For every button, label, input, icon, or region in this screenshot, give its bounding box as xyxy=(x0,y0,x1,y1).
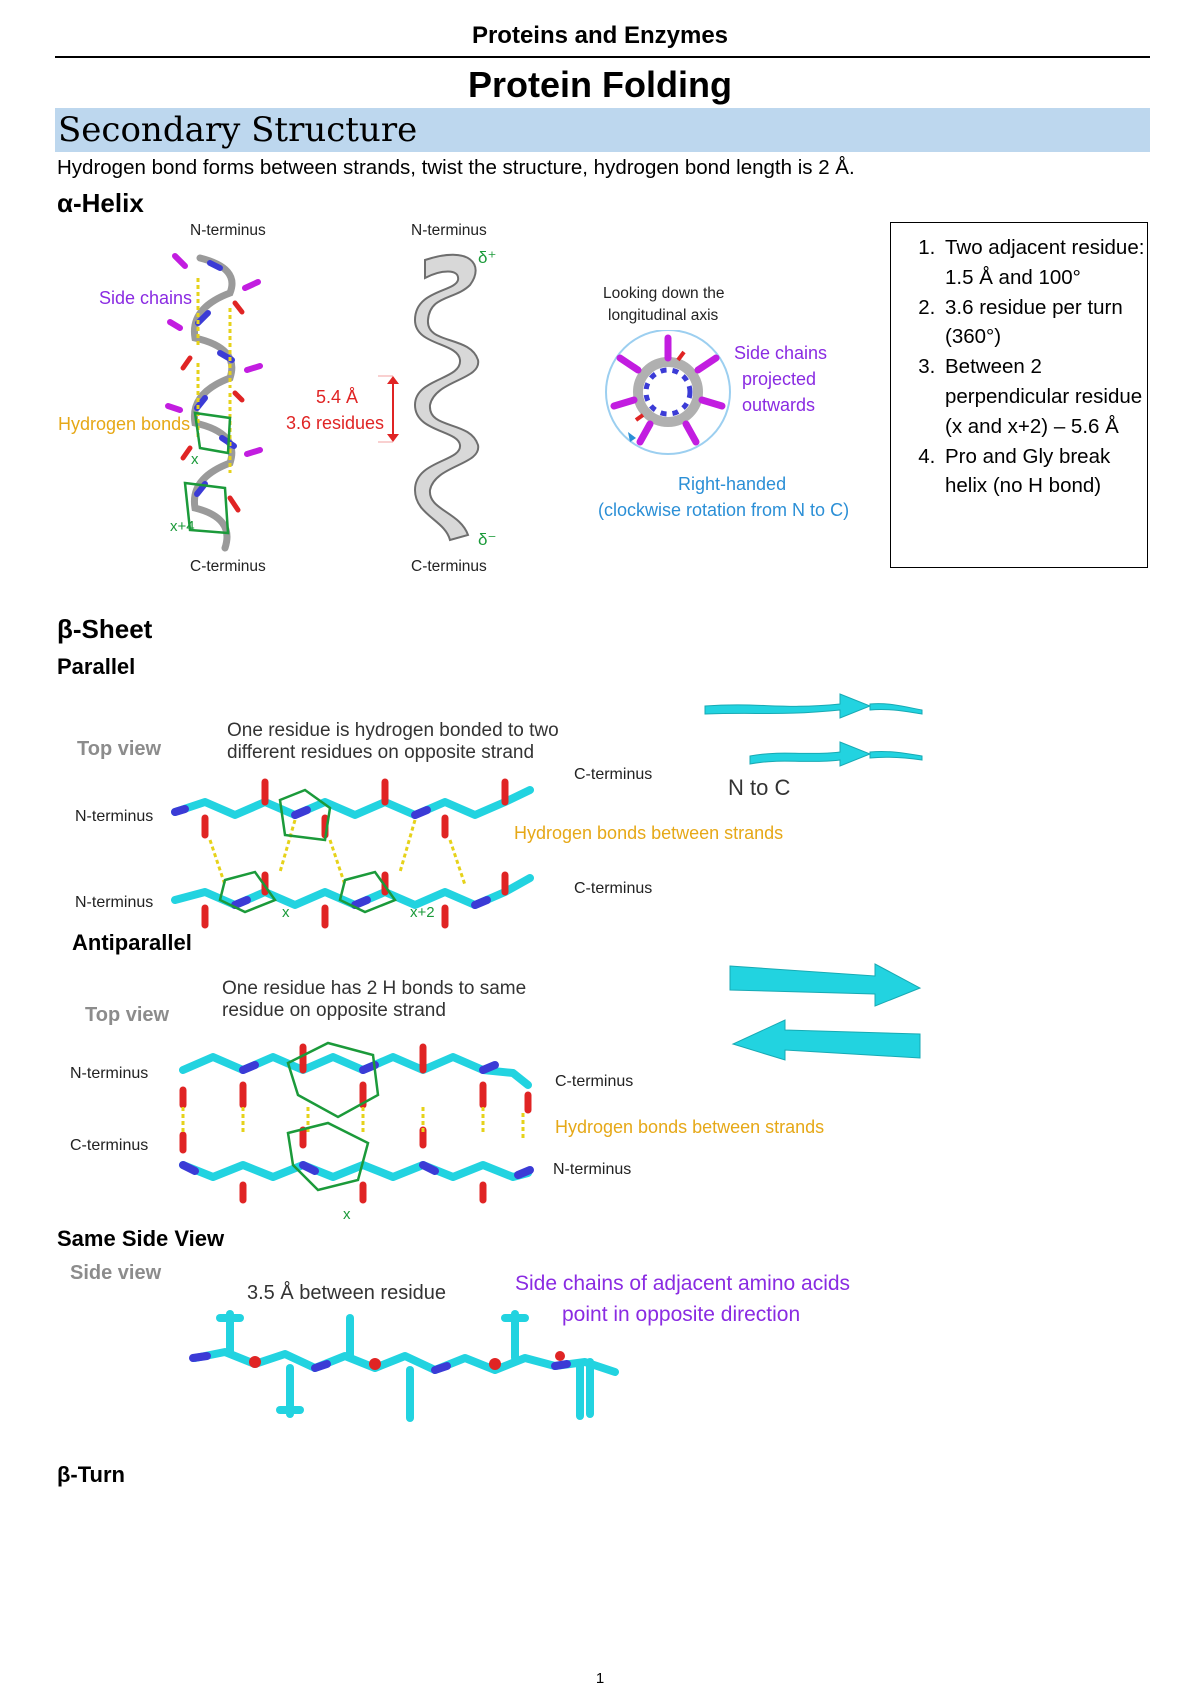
beta-sheet-heading: β-Sheet xyxy=(57,614,153,644)
parallel-direction-label: N to C xyxy=(728,775,791,800)
page-title: Protein Folding xyxy=(468,64,732,105)
antiparallel-heading: Antiparallel xyxy=(72,930,192,955)
helix-n-terminus-left: N-terminus xyxy=(190,222,266,239)
side-view-label: Side view xyxy=(70,1262,162,1284)
helix-pitch-residues: 3.6 residues xyxy=(286,413,385,433)
antiparallel-n-terminus-right: N-terminus xyxy=(553,1161,632,1178)
antiparallel-note-line1: One residue has 2 H bonds to same xyxy=(222,978,527,999)
parallel-n-terminus-bottom: N-terminus xyxy=(75,894,154,911)
antiparallel-n-terminus-top: N-terminus xyxy=(70,1065,149,1082)
helix-facts-list: Two adjacent residue: 1.5 Å and 100° 3.6… xyxy=(891,233,1147,501)
header-rule xyxy=(55,56,1150,58)
helix-facts-box: Two adjacent residue: 1.5 Å and 100° 3.6… xyxy=(890,222,1148,568)
running-header: Proteins and Enzymes xyxy=(471,22,729,49)
helix-side-chains-label: Side chains xyxy=(99,288,193,308)
antiparallel-c-terminus-right: C-terminus xyxy=(555,1073,634,1090)
right-handed-line1: Right-handed xyxy=(678,474,787,494)
alpha-helix-stick-model xyxy=(165,253,263,552)
beta-turn-heading: β-Turn xyxy=(57,1462,125,1487)
pitch-arrow xyxy=(378,375,399,443)
antiparallel-c-terminus-bottom: C-terminus xyxy=(70,1137,149,1154)
helix-end-view xyxy=(605,330,731,455)
helix-fact: Two adjacent residue: 1.5 Å and 100° xyxy=(941,233,1147,293)
parallel-top-view: Top view xyxy=(77,738,162,760)
antiparallel-arrows xyxy=(729,963,922,1061)
parallel-c-terminus-top: C-terminus xyxy=(574,766,653,783)
side-chain-note-line1: Side chains of adjacent amino acids xyxy=(515,1272,851,1295)
helix-x-label: x xyxy=(191,451,199,468)
intro-text: Hydrogen bond forms between strands, twi… xyxy=(57,156,855,179)
antiparallel-stick-model xyxy=(179,1041,534,1204)
side-chains-out-line3: outwards xyxy=(742,395,816,415)
parallel-stick-model xyxy=(171,778,534,929)
alpha-helix-heading: α-Helix xyxy=(57,188,144,218)
helix-hbonds-label: Hydrogen bonds xyxy=(58,414,191,434)
right-handed-line2: (clockwise rotation from N to C) xyxy=(598,500,850,520)
parallel-heading: Parallel xyxy=(57,654,136,679)
helix-c-terminus-right: C-terminus xyxy=(411,558,487,575)
parallel-hbonds-label: Hydrogen bonds between strands xyxy=(514,823,784,843)
residue-distance-label: 3.5 Å between residue xyxy=(247,1282,447,1304)
side-chains-out-line2: projected xyxy=(742,369,817,389)
parallel-c-terminus-bottom: C-terminus xyxy=(574,880,653,897)
helix-delta-minus: δ⁻ xyxy=(478,530,497,549)
helix-fact: Pro and Gly break helix (no H bond) xyxy=(941,442,1147,502)
looking-down-line2: longitudinal axis xyxy=(608,307,719,324)
helix-fact: Between 2 perpendicular residue (x and x… xyxy=(941,352,1147,441)
same-side-heading: Same Side View xyxy=(57,1226,225,1251)
parallel-note-line1: One residue is hydrogen bonded to two xyxy=(227,720,559,741)
section-heading: Secondary Structure xyxy=(58,110,418,150)
helix-c-terminus-left: C-terminus xyxy=(190,558,266,575)
side-chain-note-line2: point in opposite direction xyxy=(562,1303,801,1326)
parallel-arrows xyxy=(704,693,923,767)
page-number: 1 xyxy=(595,1670,605,1687)
parallel-note-line2: different residues on opposite strand xyxy=(227,742,535,763)
antiparallel-note-line2: residue on opposite strand xyxy=(222,1000,446,1021)
looking-down-line1: Looking down the xyxy=(603,285,725,302)
antiparallel-hbonds-label: Hydrogen bonds between strands xyxy=(555,1117,825,1137)
side-chains-out-line1: Side chains xyxy=(734,343,828,363)
parallel-x-label: x xyxy=(282,904,290,921)
parallel-n-terminus-top: N-terminus xyxy=(75,808,154,825)
helix-fact: 3.6 residue per turn (360°) xyxy=(941,293,1147,353)
alpha-helix-ribbon xyxy=(413,253,480,542)
helix-pitch-length: 5.4 Å xyxy=(316,387,359,407)
antiparallel-top-view: Top view xyxy=(85,1004,170,1026)
same-side-stick-model xyxy=(189,1310,619,1422)
section-band xyxy=(55,108,1150,152)
helix-delta-plus: δ⁺ xyxy=(478,248,497,267)
helix-n-terminus-right: N-terminus xyxy=(411,222,487,239)
antiparallel-x-label: x xyxy=(343,1206,351,1223)
